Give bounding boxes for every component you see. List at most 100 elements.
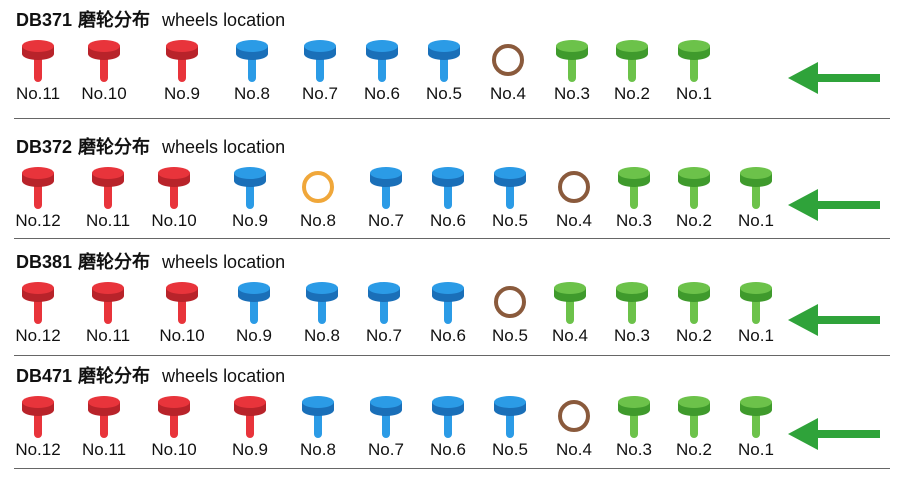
wheel-label: No.11 [85, 326, 131, 345]
direction-arrow-icon [788, 62, 880, 94]
wheel-red: No.9 [215, 394, 285, 464]
red-wheel-icon [158, 167, 190, 209]
wheel-green: No.1 [721, 280, 791, 350]
divider [14, 355, 890, 356]
wheel-label: No.2 [676, 326, 712, 345]
blue-wheel-icon [432, 396, 464, 438]
divider [14, 238, 890, 239]
wheel-label: No.9 [164, 84, 200, 103]
subtitle-en: wheels location [162, 252, 286, 272]
wheel-label: No.10 [151, 440, 197, 459]
wheel-brown-ring: No.5 [475, 280, 545, 350]
wheel-label: No.3 [616, 440, 652, 459]
wheel-green: No.3 [599, 394, 669, 464]
wheel-label: No.6 [430, 440, 466, 459]
subtitle-cn: 磨轮分布 [78, 366, 151, 386]
green-wheel-icon [678, 396, 710, 438]
subtitle-en: wheels location [162, 366, 286, 386]
wheel-blue: No.8 [217, 38, 287, 108]
blue-wheel-icon [238, 282, 270, 324]
wheel-label: No.4 [556, 211, 592, 230]
wheel-red: No.12 [3, 280, 73, 350]
blue-wheel-icon [368, 282, 400, 324]
red-wheel-icon [22, 282, 54, 324]
green-wheel-icon [740, 282, 772, 324]
wheel-label: No.6 [364, 84, 400, 103]
green-wheel-icon [556, 40, 588, 82]
direction-arrow-icon [788, 189, 880, 221]
wheel-label: No.3 [614, 326, 650, 345]
red-wheel-icon [92, 167, 124, 209]
red-wheel-icon [92, 282, 124, 324]
direction-arrow-icon [788, 304, 880, 336]
divider [14, 468, 890, 469]
subtitle-en: wheels location [162, 10, 286, 30]
red-wheel-icon [234, 396, 266, 438]
blue-wheel-icon [494, 396, 526, 438]
wheel-label: No.4 [490, 84, 526, 103]
wheel-blue: No.7 [285, 38, 355, 108]
wheel-label: No.8 [300, 440, 336, 459]
blue-wheel-icon [432, 167, 464, 209]
wheel-label: No.8 [300, 211, 336, 230]
wheel-label: No.4 [552, 326, 588, 345]
wheel-blue: No.6 [413, 394, 483, 464]
wheel-label: No.5 [492, 211, 528, 230]
wheel-red: No.11 [73, 280, 143, 350]
blue-wheel-icon [304, 40, 336, 82]
wheel-green: No.1 [659, 38, 729, 108]
blue-wheel-icon [302, 396, 334, 438]
wheel-blue: No.6 [413, 280, 483, 350]
blue-wheel-icon [366, 40, 398, 82]
wheel-label: No.1 [676, 84, 712, 103]
blue-wheel-icon [428, 40, 460, 82]
wheel-orange-ring: No.8 [283, 165, 353, 235]
red-wheel-icon [166, 282, 198, 324]
wheel-label: No.7 [366, 326, 402, 345]
model-name: DB471 [16, 366, 73, 386]
subtitle-en: wheels location [162, 137, 286, 157]
red-wheel-icon [158, 396, 190, 438]
wheel-label: No.12 [15, 211, 61, 230]
wheel-blue: No.6 [413, 165, 483, 235]
wheel-label: No.5 [426, 84, 462, 103]
wheel-red: No.10 [139, 165, 209, 235]
model-name: DB372 [16, 137, 73, 157]
wheel-red: No.11 [73, 165, 143, 235]
subtitle-cn: 磨轮分布 [78, 137, 151, 157]
red-wheel-icon [166, 40, 198, 82]
wheel-label: No.7 [302, 84, 338, 103]
wheel-label: No.1 [738, 326, 774, 345]
green-wheel-icon [554, 282, 586, 324]
wheel-blue: No.5 [409, 38, 479, 108]
wheel-label: No.12 [15, 326, 61, 345]
orange-ring-icon [302, 171, 334, 203]
red-wheel-icon [88, 396, 120, 438]
wheel-label: No.8 [234, 84, 270, 103]
wheel-red: No.10 [69, 38, 139, 108]
wheel-brown-ring: No.4 [473, 38, 543, 108]
wheel-red: No.10 [147, 280, 217, 350]
wheel-blue: No.7 [351, 394, 421, 464]
wheel-red: No.9 [147, 38, 217, 108]
subtitle-cn: 磨轮分布 [78, 10, 151, 30]
wheel-green: No.1 [721, 394, 791, 464]
wheel-red: No.12 [3, 165, 73, 235]
wheel-green: No.2 [597, 38, 667, 108]
green-wheel-icon [616, 282, 648, 324]
wheel-red: No.11 [3, 38, 73, 108]
blue-wheel-icon [370, 396, 402, 438]
wheel-green: No.3 [537, 38, 607, 108]
wheel-label: No.12 [15, 440, 61, 459]
green-wheel-icon [618, 396, 650, 438]
wheel-label: No.8 [304, 326, 340, 345]
direction-arrow-icon [788, 418, 880, 450]
green-wheel-icon [618, 167, 650, 209]
model-name: DB371 [16, 10, 73, 30]
green-wheel-icon [678, 282, 710, 324]
